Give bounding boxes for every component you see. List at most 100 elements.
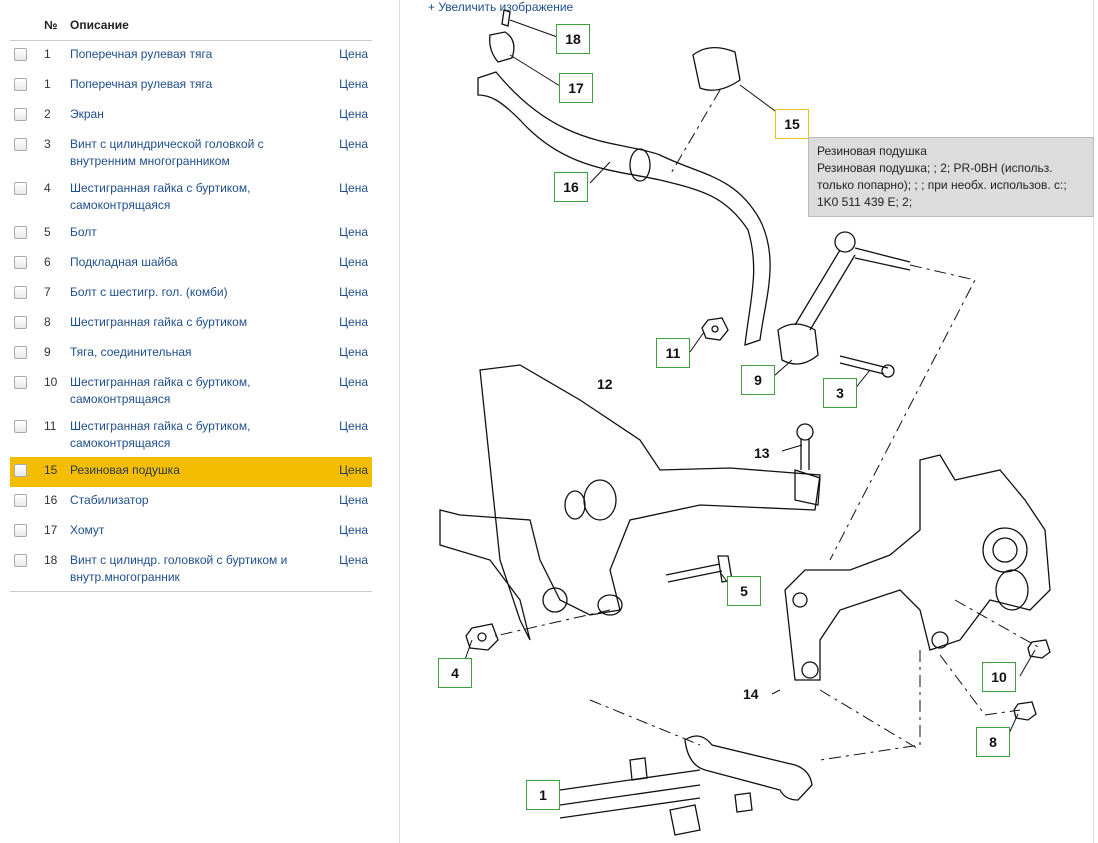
row-price-link[interactable]: Цена xyxy=(339,375,368,389)
row-price-cell: Цена xyxy=(324,175,372,219)
row-checkbox[interactable] xyxy=(14,78,27,91)
row-description-link[interactable]: Шестигранная гайка с буртиком, самоконтр… xyxy=(70,375,251,406)
row-price-link[interactable]: Цена xyxy=(339,419,368,433)
row-checkbox[interactable] xyxy=(14,286,27,299)
row-checkbox[interactable] xyxy=(14,48,27,61)
row-description-link[interactable]: Резиновая подушка xyxy=(70,463,180,477)
row-price-link[interactable]: Цена xyxy=(339,137,368,151)
row-checkbox[interactable] xyxy=(14,182,27,195)
enlarge-image-link[interactable]: + Увеличить изображение xyxy=(428,0,574,14)
callout-5[interactable]: 5 xyxy=(727,576,761,606)
callout-3[interactable]: 3 xyxy=(823,378,857,408)
row-description-link[interactable]: Болт xyxy=(70,225,97,239)
row-checkbox[interactable] xyxy=(14,346,27,359)
row-description-link[interactable]: Тяга, соединительная xyxy=(70,345,192,359)
row-checkbox-cell xyxy=(10,249,40,279)
row-description-cell: Шестигранная гайка с буртиком xyxy=(66,309,324,339)
row-price-link[interactable]: Цена xyxy=(339,225,368,239)
row-description-link[interactable]: Шестигранная гайка с буртиком xyxy=(70,315,248,329)
row-number: 11 xyxy=(44,419,57,433)
row-price-link[interactable]: Цена xyxy=(339,285,368,299)
row-checkbox[interactable] xyxy=(14,464,27,477)
row-description-link[interactable]: Поперечная рулевая тяга xyxy=(70,47,213,61)
callout-11[interactable]: 11 xyxy=(656,338,690,368)
row-price-link[interactable]: Цена xyxy=(339,255,368,269)
callout-15[interactable]: 15 xyxy=(775,109,809,139)
row-description-link[interactable]: Шестигранная гайка с буртиком, самоконтр… xyxy=(70,181,251,212)
callout-18[interactable]: 18 xyxy=(556,24,590,54)
row-description-link[interactable]: Стабилизатор xyxy=(70,493,149,507)
row-price-link[interactable]: Цена xyxy=(339,345,368,359)
table-row[interactable]: 1 Поперечная рулевая тяга Цена xyxy=(10,71,372,101)
row-price-cell: Цена xyxy=(324,369,372,413)
row-checkbox[interactable] xyxy=(14,494,27,507)
row-number: 1 xyxy=(44,77,51,91)
table-row[interactable]: 8 Шестигранная гайка с буртиком Цена xyxy=(10,309,372,339)
label-14: 14 xyxy=(743,686,759,702)
row-description-link[interactable]: Подкладная шайба xyxy=(70,255,178,269)
row-description-link[interactable]: Шестигранная гайка с буртиком, самоконтр… xyxy=(70,419,251,450)
row-checkbox[interactable] xyxy=(14,138,27,151)
row-checkbox[interactable] xyxy=(14,226,27,239)
row-description-link[interactable]: Хомут xyxy=(70,523,105,537)
row-price-link[interactable]: Цена xyxy=(339,47,368,61)
row-price-cell: Цена xyxy=(324,487,372,517)
row-price-cell: Цена xyxy=(324,249,372,279)
row-description-link[interactable]: Винт с цилиндрической головкой с внутрен… xyxy=(70,137,264,168)
row-description-link[interactable]: Болт с шестигр. гол. (комби) xyxy=(70,285,228,299)
row-price-link[interactable]: Цена xyxy=(339,315,368,329)
row-description-link[interactable]: Экран xyxy=(70,107,104,121)
row-description-cell: Подкладная шайба xyxy=(66,249,324,279)
row-checkbox-cell xyxy=(10,71,40,101)
callout-9[interactable]: 9 xyxy=(741,365,775,395)
callout-4[interactable]: 4 xyxy=(438,658,472,688)
row-description-cell: Шестигранная гайка с буртиком, самоконтр… xyxy=(66,413,324,457)
table-row[interactable]: 2 Экран Цена xyxy=(10,101,372,131)
row-checkbox[interactable] xyxy=(14,108,27,121)
row-number: 8 xyxy=(44,315,51,329)
table-row[interactable]: 11 Шестигранная гайка с буртиком, самокон… xyxy=(10,413,372,457)
row-checkbox[interactable] xyxy=(14,524,27,537)
callout-16[interactable]: 16 xyxy=(554,172,588,202)
row-price-link[interactable]: Цена xyxy=(339,463,368,477)
row-checkbox[interactable] xyxy=(14,376,27,389)
row-price-link[interactable]: Цена xyxy=(339,77,368,91)
row-description-link[interactable]: Винт с цилиндр. головкой с буртиком и вн… xyxy=(70,553,288,584)
callout-8[interactable]: 8 xyxy=(976,727,1010,757)
row-description-link[interactable]: Поперечная рулевая тяга xyxy=(70,77,213,91)
callout-13[interactable]: 13 xyxy=(754,445,770,461)
tooltip-body: Резиновая подушка; ; 2; PR-0BH (использ.… xyxy=(817,161,1067,209)
callout-10[interactable]: 10 xyxy=(982,662,1016,692)
callout-1[interactable]: 1 xyxy=(526,780,560,810)
row-checkbox[interactable] xyxy=(14,420,27,433)
row-checkbox[interactable] xyxy=(14,316,27,329)
row-checkbox[interactable] xyxy=(14,256,27,269)
row-description-cell: Экран xyxy=(66,101,324,131)
row-number: 2 xyxy=(44,107,51,121)
row-price-link[interactable]: Цена xyxy=(339,493,368,507)
row-price-link[interactable]: Цена xyxy=(339,181,368,195)
row-price-link[interactable]: Цена xyxy=(339,553,368,567)
tooltip-title: Резиновая подушка xyxy=(817,144,927,158)
row-description-cell: Болт xyxy=(66,219,324,249)
row-price-link[interactable]: Цена xyxy=(339,523,368,537)
row-checkbox-cell xyxy=(10,131,40,175)
row-checkbox-cell xyxy=(10,279,40,309)
row-checkbox[interactable] xyxy=(14,554,27,567)
row-checkbox-cell xyxy=(10,517,40,547)
callout-17[interactable]: 17 xyxy=(559,73,593,103)
row-price-link[interactable]: Цена xyxy=(339,107,368,121)
